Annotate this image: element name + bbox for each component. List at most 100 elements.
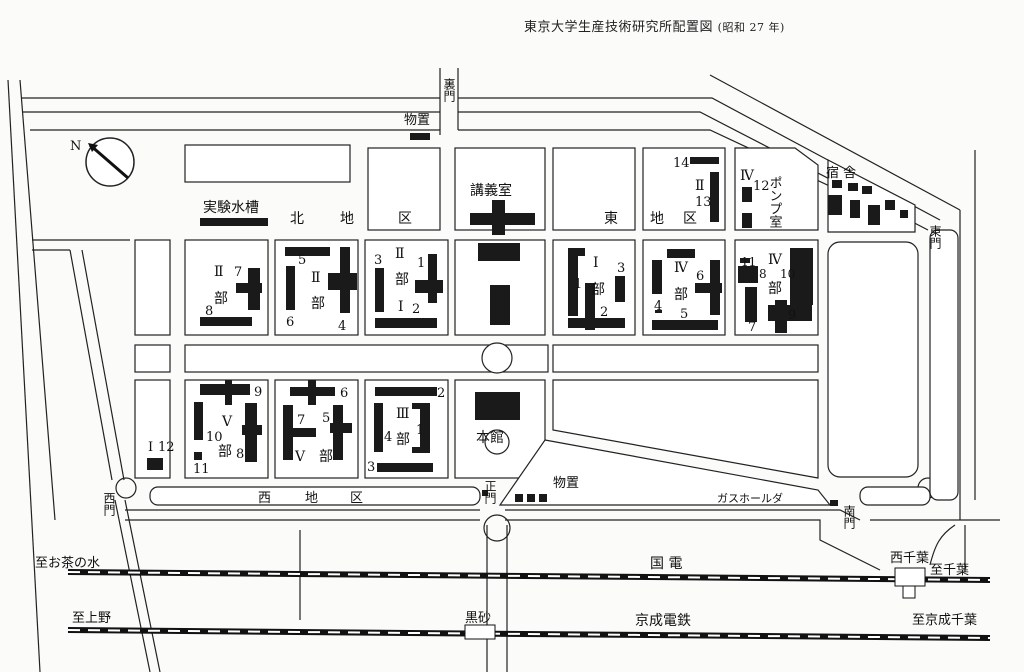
compass [85,137,135,187]
building [527,494,535,502]
title-year: (昭和 27 年) [717,21,785,34]
block-i-label: Ⅲ [396,406,410,422]
building [655,310,662,313]
north-arrow-icon [88,143,98,152]
gas-holder-label: ガスホールダ [717,491,783,505]
station-nishichiba-label: 西千葉 [890,551,929,566]
block-c-label: Ⅱ [395,246,405,262]
block-c-label: 部 [395,272,409,288]
building [710,172,719,222]
building [885,200,895,210]
block-a-label: 7 [234,265,242,280]
building [515,494,523,502]
district-north-2-label: 地 [340,211,354,227]
building [377,463,433,472]
block-c-label: Ⅰ [398,299,404,315]
block-h-label: 5 [322,411,330,426]
block-f-label: 10 [780,267,795,281]
building [308,380,316,405]
pump-room-label: ポンプ室 [767,176,783,228]
block-n5-label: Ⅱ [695,178,705,194]
block-g-label: 11 [193,462,210,477]
building [568,248,585,256]
block-g-label: 8 [236,447,244,462]
to-chiba-label: 至千葉 [930,563,969,578]
block-f-label: 7 [748,320,756,335]
building [868,205,880,225]
building [539,494,547,502]
building [475,392,520,420]
block-j-label: 12 [158,440,175,455]
to-keisei-chiba-label: 至京成千葉 [912,613,977,628]
building [330,423,352,433]
building [200,317,252,326]
block-i-label: 部 [396,432,410,448]
block-i-label: 3 [367,460,375,475]
building [490,285,510,325]
building [200,218,268,226]
block-e-label: Ⅳ [674,260,689,276]
building [194,402,203,440]
building [283,428,316,437]
block-d-label: 3 [617,261,625,276]
storage-south-label: 物置 [553,476,579,491]
nishichiba-station [894,567,926,587]
district-east-2-label: 地 [650,211,664,227]
district-west-2-label: 地 [305,491,318,506]
block-c-label: 3 [374,253,382,268]
building [862,186,872,194]
block-b-label: Ⅱ [311,270,321,286]
block-b-label: 4 [338,319,346,334]
block-g-label: 10 [206,430,223,445]
building [585,283,595,330]
building [478,243,520,261]
rail-jnr-label: 国 電 [650,556,682,572]
block-d-label: Ⅰ [593,255,599,271]
building [568,318,625,328]
building [775,300,787,333]
block-h-label: 7 [297,413,305,428]
labels: 裏門東門南門西門正門物置物置講義室実験水槽本館宿 舎ポンプ室ガスホールダ北地区東… [35,77,977,629]
block-n5-label: 14 [673,156,690,171]
gate-main-label: 正門 [483,480,497,504]
building [848,183,858,191]
railways [67,567,991,641]
building [830,500,838,506]
building [742,187,752,202]
gate-west-label: 西門 [102,492,116,516]
block-g-label: 9 [254,385,262,400]
block-c-label: 1 [417,256,425,271]
building [415,280,443,293]
block-pump-label: 12 [753,179,770,194]
storage-north-label: 物置 [404,113,430,128]
block-pump-label: Ⅳ [740,168,755,184]
main-building-label: 本館 [476,429,504,446]
building [738,266,758,283]
district-west-1-label: 西 [258,491,271,506]
block-e-label: 部 [674,287,688,303]
station-kurosuna-label: 黒砂 [465,611,491,626]
building [482,490,488,496]
map-title: 東京大学生産技術研究所配置図 (昭和 27 年) [524,16,785,35]
block-i-label: 1 [416,423,424,438]
building [828,195,842,215]
block-d-label: 1 [574,277,582,292]
block-g-label: 部 [218,444,232,460]
building [420,403,430,453]
block-a-label: Ⅱ [214,264,224,280]
block-j-label: Ⅰ [148,440,153,455]
block-a-label: 部 [214,291,228,307]
block-g-label: Ⅴ [221,414,233,430]
building [225,380,232,405]
district-north-1-label: 北 [290,211,304,227]
title-text: 東京大学生産技術研究所配置図 [524,20,714,35]
building [568,248,578,316]
block-f-label: 11 [741,255,756,269]
block-f-label: 部 [768,281,782,297]
building [900,210,908,218]
building [832,180,842,188]
building [615,276,625,302]
district-east-1-label: 東 [604,211,618,227]
block-i-label: 2 [437,386,445,401]
